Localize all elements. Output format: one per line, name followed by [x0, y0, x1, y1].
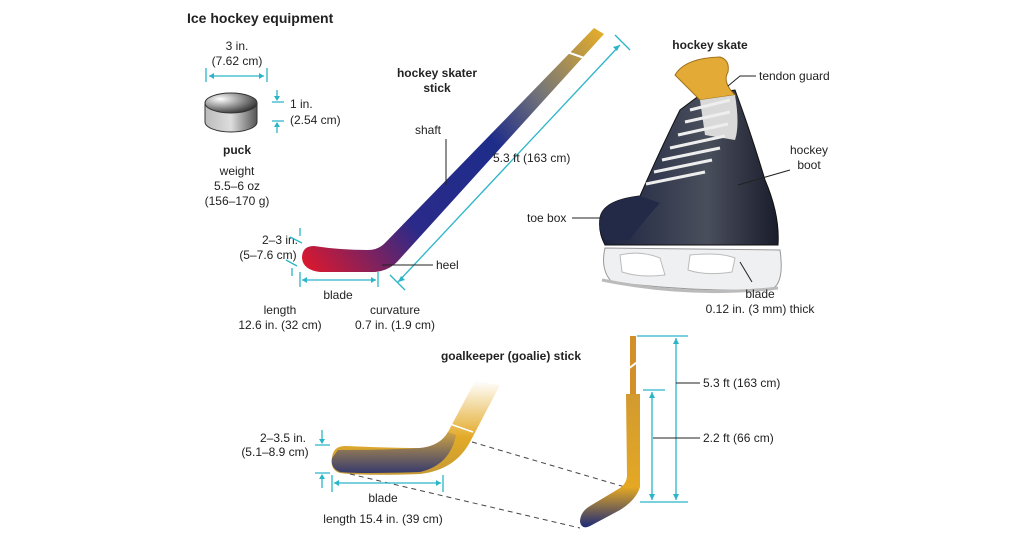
puck-thickness-in: 1 in. [290, 97, 313, 111]
goalie-total-length-dimension [637, 335, 688, 503]
puck-illustration [204, 92, 258, 133]
boot-leader [737, 169, 791, 186]
skate-blade-leader [739, 261, 753, 283]
curvature-label: curvature [370, 303, 420, 317]
goalie-blade-height-in: 2–3.5 in. [260, 431, 306, 445]
tendon-guard-label: tendon guard [759, 69, 830, 83]
skater-stick-length-dimension [389, 34, 631, 291]
skate-blade-label: blade [745, 287, 775, 301]
skater-blade-length-label: length [264, 303, 297, 317]
skate-illustration [599, 56, 782, 294]
puck-diameter-in: 3 in. [226, 39, 249, 53]
skater-stick-label-2: stick [423, 81, 451, 95]
puck-label: puck [223, 143, 251, 157]
goalie-stick-label: goalkeeper (goalie) stick [441, 349, 581, 363]
goalie-paddle-length: 2.2 ft (66 cm) [703, 431, 774, 445]
skater-blade-height-in: 2–3 in. [262, 233, 298, 247]
goalie-blade-height-cm: (5.1–8.9 cm) [241, 445, 308, 459]
boot-label-1: hockey [790, 143, 828, 157]
skater-blade-length-dimension [299, 272, 379, 287]
puck-diameter-dimension [205, 68, 268, 82]
heel-label: heel [436, 258, 459, 272]
puck-thickness-dimension [272, 90, 284, 133]
shaft-label: shaft [415, 123, 442, 137]
skater-blade-label: blade [323, 288, 353, 302]
goalie-stick-side-view [580, 336, 641, 528]
skater-stick-label-1: hockey skater [397, 66, 477, 80]
goalie-blade-label: blade [368, 491, 398, 505]
puck-weight-oz: 5.5–6 oz [214, 179, 260, 193]
diagram-title: Ice hockey equipment [187, 10, 334, 26]
boot-label-2: boot [797, 158, 821, 172]
goalie-blade-height-dimension [315, 430, 330, 488]
puck-weight-label: weight [219, 164, 255, 178]
tendon-guard-leader [727, 75, 756, 87]
goalie-blade-closeup [331, 381, 500, 475]
curvature-value: 0.7 in. (1.9 cm) [355, 318, 435, 332]
puck-weight-g: (156–170 g) [205, 194, 270, 208]
puck-diameter-cm: (7.62 cm) [212, 54, 263, 68]
skater-blade-height-cm: (5–7.6 cm) [239, 248, 296, 262]
goalie-total-length: 5.3 ft (163 cm) [703, 376, 780, 390]
skater-stick-illustration [302, 28, 604, 272]
skate-label: hockey skate [672, 38, 748, 52]
toe-box-label: toe box [527, 211, 566, 225]
skater-stick-length: 5.3 ft (163 cm) [493, 151, 570, 165]
goalie-dimension-leaders [653, 382, 700, 439]
puck-thickness-cm: (2.54 cm) [290, 113, 341, 127]
goalie-paddle-length-dimension [643, 389, 665, 500]
goalie-blade-length: length 15.4 in. (39 cm) [323, 512, 442, 526]
skater-blade-height-dimension [285, 228, 303, 276]
skater-blade-length-value: 12.6 in. (32 cm) [238, 318, 321, 332]
goalie-blade-length-dimension [331, 475, 444, 492]
skate-blade-thickness: 0.12 in. (3 mm) thick [706, 302, 816, 316]
